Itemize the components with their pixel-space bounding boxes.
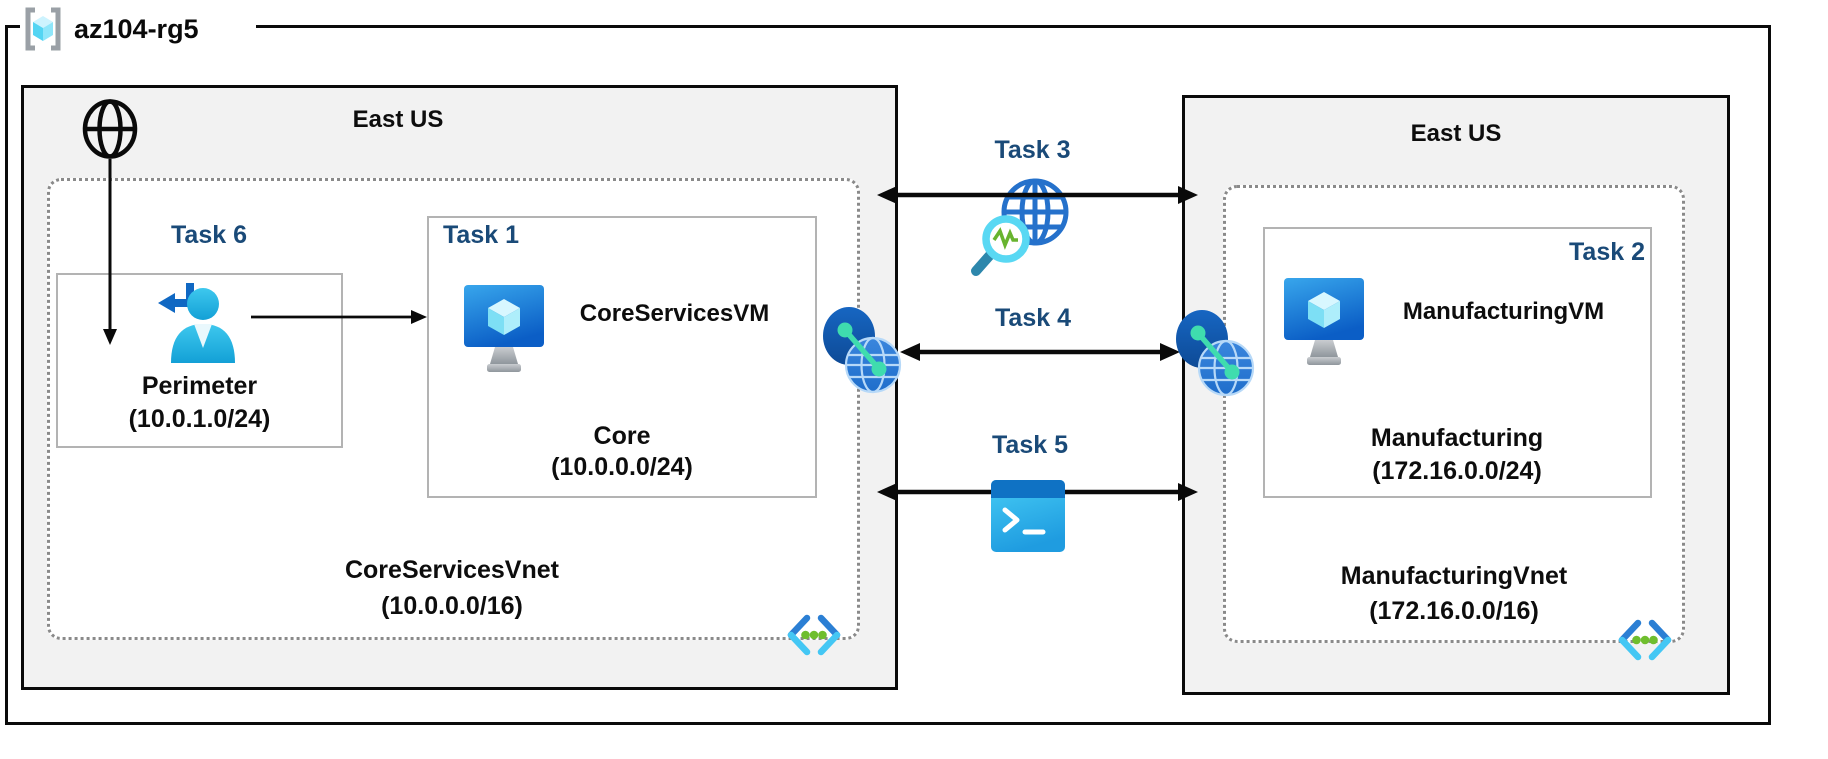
region-title-left: East US	[352, 106, 444, 133]
vnet-peering-icon-right	[1175, 308, 1255, 400]
resource-group-label: az104-rg5	[74, 13, 199, 44]
region-title-right: East US	[1410, 120, 1502, 147]
task6-label: Task 6	[171, 221, 247, 249]
network-watcher-icon	[965, 170, 1075, 280]
core-subnet-box	[427, 216, 817, 498]
resource-group-header: az104-rg5	[20, 0, 256, 58]
task3-label: Task 3	[994, 136, 1071, 164]
virtual-network-icon-left	[784, 613, 844, 657]
task2-label: Task 2	[1569, 238, 1645, 266]
resource-group-icon	[20, 5, 66, 53]
manufacturing-subnet-cidr: (172.16.0.0/24)	[1372, 457, 1542, 485]
task5-label: Task 5	[992, 431, 1068, 459]
manufacturing-subnet-name: Manufacturing	[1370, 424, 1544, 452]
virtual-machine-icon-core	[462, 283, 546, 379]
core-vm-name: CoreServicesVM	[579, 300, 770, 327]
manufacturing-vm-name: ManufacturingVM	[1402, 298, 1605, 325]
perimeter-subnet-cidr: (10.0.1.0/24)	[128, 405, 271, 433]
virtual-network-icon-right	[1615, 618, 1675, 662]
core-subnet-cidr: (10.0.0.0/24)	[551, 453, 693, 481]
virtual-machine-icon-manufacturing	[1282, 276, 1366, 372]
task4-label: Task 4	[995, 304, 1071, 332]
manufacturing-vnet-name: ManufacturingVnet	[1340, 562, 1568, 590]
coreservices-vnet-name: CoreServicesVnet	[344, 556, 559, 584]
task1-label: Task 1	[443, 221, 519, 249]
cloud-shell-icon	[991, 480, 1065, 552]
vnet-peering-icon-left	[822, 305, 902, 397]
sign-in-user-icon	[150, 277, 240, 367]
coreservices-vnet-cidr: (10.0.0.0/16)	[381, 592, 523, 620]
core-subnet-name: Core	[593, 422, 651, 450]
perimeter-subnet-name: Perimeter	[141, 372, 258, 400]
internet-globe-icon	[80, 99, 140, 159]
manufacturing-vnet-cidr: (172.16.0.0/16)	[1369, 597, 1539, 625]
